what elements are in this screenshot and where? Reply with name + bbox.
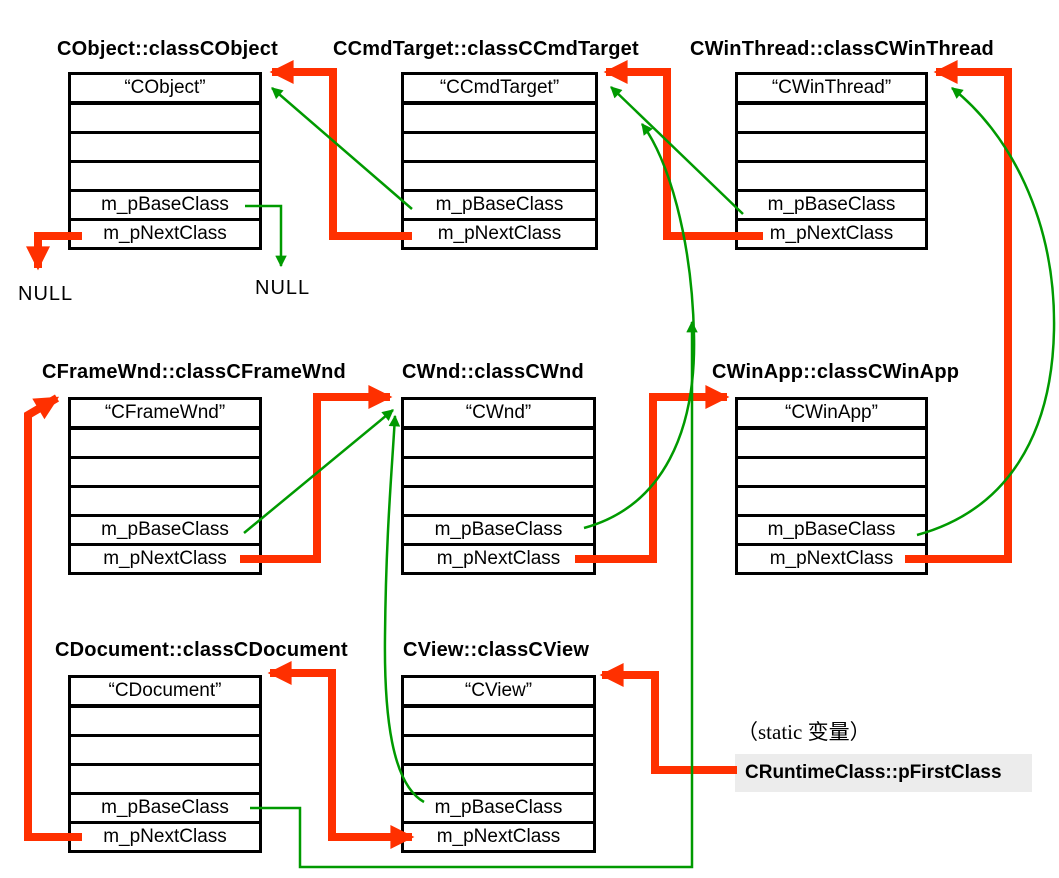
next-arrow-cview-to-cdocument [267,661,415,849]
class-box-ccmdtarget: “CCmdTarget” m_pBaseClass m_pNextClass [401,72,598,250]
class-box-cframewnd: “CFrameWnd” m_pBaseClass m_pNextClass [68,397,262,575]
empty-cell [71,459,259,488]
box-title-cview: CView::classCView [403,639,590,661]
class-name-cell: “CCmdTarget” [404,75,595,105]
empty-cell [404,430,593,459]
base-arrow-cframewnd-to-cwnd [243,409,394,534]
box-title-cwnd: CWnd::classCWnd [402,361,584,383]
box-title-cframewnd: CFrameWnd::classCFrameWnd [42,361,346,383]
base-arrow-cwnd-to-ccmdtarget [583,123,696,530]
empty-cell [71,134,259,163]
null-label-base-chain: NULL [255,277,311,299]
class-name-cell: “CView” [404,678,593,708]
field-m-pbaseclass: m_pBaseClass [738,517,925,546]
empty-cell [738,459,925,488]
empty-cell [71,105,259,134]
class-name-cell: “CWinThread” [738,75,925,105]
field-m-pbaseclass: m_pBaseClass [404,517,593,546]
field-m-pnextclass: m_pNextClass [738,221,925,247]
class-name-cell: “CWnd” [404,400,593,430]
empty-cell [71,708,259,737]
empty-cell [738,105,925,134]
class-box-cwinthread: “CWinThread” m_pBaseClass m_pNextClass [735,72,928,250]
field-m-pnextclass: m_pNextClass [404,824,593,850]
class-name-cell: “CFrameWnd” [71,400,259,430]
next-arrow-cwnd-to-cwinapp [575,385,730,563]
class-box-cwinapp: “CWinApp” m_pBaseClass m_pNextClass [735,397,928,575]
empty-cell [404,105,595,134]
pfirstclass-arrow-to-cview [599,663,737,774]
class-name-cell: “CObject” [71,75,259,105]
empty-cell [738,134,925,163]
field-m-pbaseclass: m_pBaseClass [71,795,259,824]
class-box-cobject: “CObject” m_pBaseClass m_pNextClass [68,72,262,250]
empty-cell [71,163,259,192]
empty-cell [404,708,593,737]
null-label-next-chain: NULL [18,283,74,305]
box-title-ccmdtarget: CCmdTarget::classCCmdTarget [333,38,639,60]
field-m-pnextclass: m_pNextClass [71,546,259,572]
field-m-pnextclass: m_pNextClass [71,824,259,850]
field-m-pnextclass: m_pNextClass [404,546,593,572]
field-m-pnextclass: m_pNextClass [71,221,259,247]
empty-cell [738,488,925,517]
empty-cell [404,737,593,766]
empty-cell [71,488,259,517]
empty-cell [404,766,593,795]
box-title-cwinapp: CWinApp::classCWinApp [712,361,960,383]
class-name-cell: “CDocument” [71,678,259,708]
empty-cell [71,766,259,795]
class-box-cwnd: “CWnd” m_pBaseClass m_pNextClass [401,397,596,575]
field-m-pnextclass: m_pNextClass [404,221,595,247]
empty-cell [738,163,925,192]
empty-cell [71,430,259,459]
base-arrow-cwinapp-to-cwinthread [916,87,1056,537]
base-arrow-ccmdtarget-to-cobject [271,87,413,210]
class-box-cdocument: “CDocument” m_pBaseClass m_pNextClass [68,675,262,853]
empty-cell [404,488,593,517]
field-m-pnextclass: m_pNextClass [738,546,925,572]
pfirstclass-label: CRuntimeClass::pFirstClass [735,754,1032,792]
static-variable-note: （static 变量） [737,720,871,744]
class-box-cview: “CView” m_pBaseClass m_pNextClass [401,675,596,853]
box-title-cdocument: CDocument::classCDocument [55,639,348,661]
field-m-pbaseclass: m_pBaseClass [71,192,259,221]
field-m-pbaseclass: m_pBaseClass [404,192,595,221]
next-arrow-ccmdtarget-to-cobject [269,60,412,240]
base-arrow-cwinthread-to-ccmdtarget [610,86,744,215]
next-arrow-cframewnd-to-cwnd [240,385,393,563]
class-name-cell: “CWinApp” [738,400,925,430]
box-title-cwinthread: CWinThread::classCWinThread [690,38,994,60]
box-title-cobject: CObject::classCObject [57,38,278,60]
empty-cell [71,737,259,766]
empty-cell [738,430,925,459]
empty-cell [404,134,595,163]
empty-cell [404,459,593,488]
field-m-pbaseclass: m_pBaseClass [71,517,259,546]
field-m-pbaseclass: m_pBaseClass [404,795,593,824]
empty-cell [404,163,595,192]
field-m-pbaseclass: m_pBaseClass [738,192,925,221]
